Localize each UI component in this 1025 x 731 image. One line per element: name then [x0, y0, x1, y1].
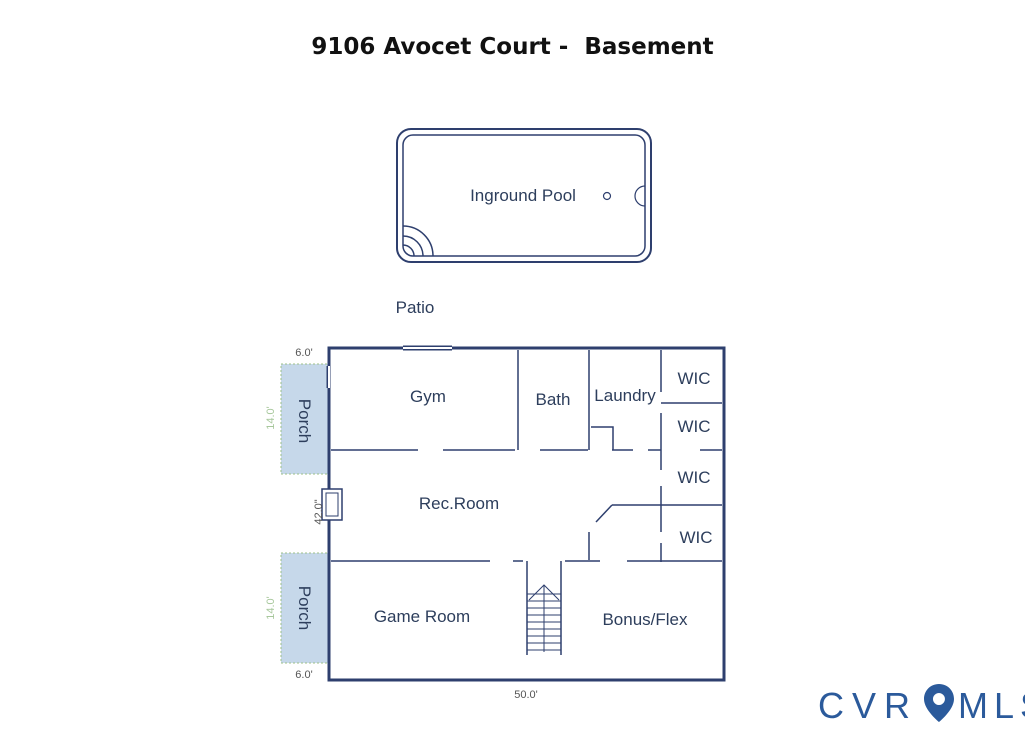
- wic-label-3: WIC: [677, 468, 710, 487]
- laundry-label: Laundry: [594, 386, 656, 405]
- bath-label: Bath: [536, 390, 571, 409]
- fireplace-dim: 42.0": [313, 499, 325, 524]
- stairs: [527, 584, 561, 652]
- logo-text-right: MLS: [958, 685, 1025, 726]
- page-title: 9106 Avocet Court - Basement: [311, 34, 714, 60]
- logo-text-left: CVR: [818, 685, 918, 726]
- wic-label-1: WIC: [677, 369, 710, 388]
- wic-label-2: WIC: [677, 417, 710, 436]
- porch-bottom-label: Porch: [295, 586, 314, 630]
- bonus-flex-label: Bonus/Flex: [602, 610, 688, 629]
- wic-label-4: WIC: [679, 528, 712, 547]
- rec-room-label: Rec.Room: [419, 494, 499, 513]
- pool-label: Inground Pool: [470, 186, 576, 205]
- porch-bottom-depth-dim: 14.0': [265, 596, 277, 620]
- inground-pool: [396, 128, 652, 263]
- porch-top-label: Porch: [295, 399, 314, 443]
- cvrmls-logo: CVR MLS: [818, 684, 1025, 726]
- porch-top: [280, 363, 330, 475]
- patio-label: Patio: [396, 298, 435, 317]
- pool-drain-icon: [602, 191, 612, 201]
- porch-bottom: [280, 552, 330, 664]
- porch-bottom-width-dim: 6.0': [295, 669, 312, 681]
- fireplace: [321, 488, 343, 521]
- game-room-label: Game Room: [374, 607, 470, 626]
- map-pin-icon: [924, 684, 954, 722]
- pool-steps-icon: [402, 225, 434, 257]
- porch-top-depth-dim: 14.0': [265, 406, 277, 430]
- gym-label: Gym: [410, 387, 446, 406]
- porch-top-width-dim: 6.0': [295, 347, 312, 359]
- overall-width-dim: 50.0': [514, 689, 538, 701]
